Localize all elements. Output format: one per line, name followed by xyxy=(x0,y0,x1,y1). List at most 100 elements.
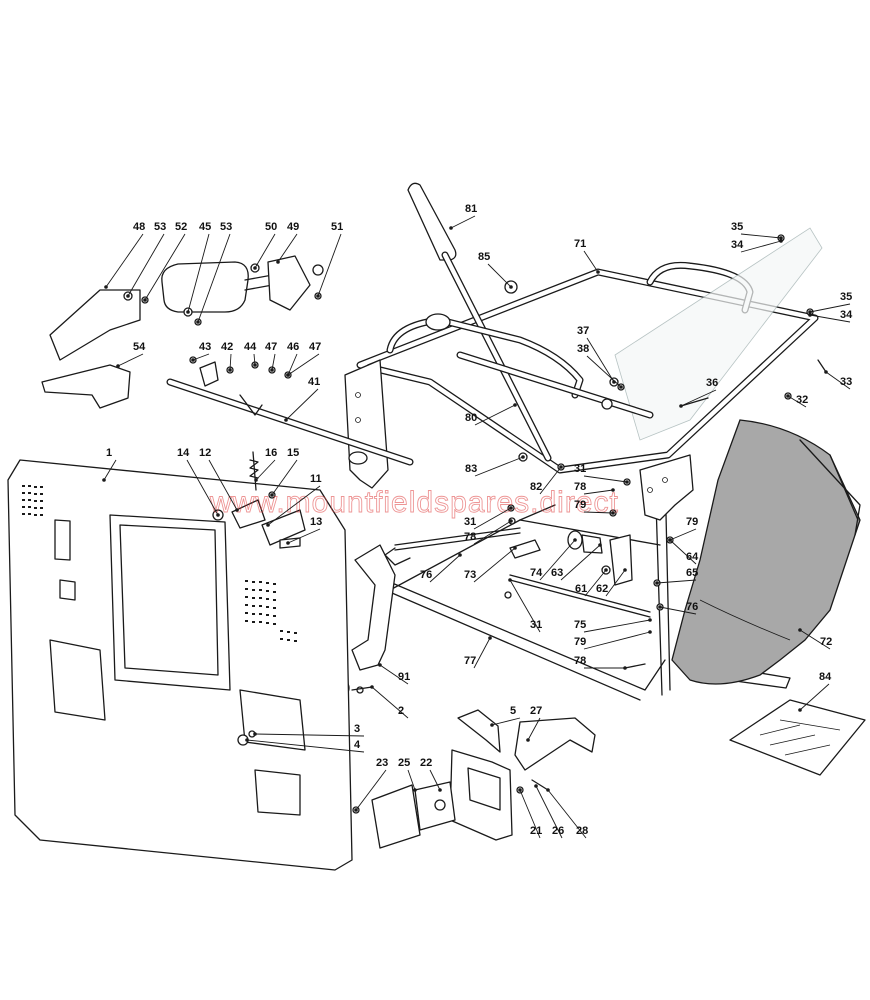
callout-44: 44 xyxy=(244,341,257,353)
callout-dot-2 xyxy=(370,685,374,689)
callout-dot-74 xyxy=(573,538,577,542)
callout-dot-80 xyxy=(513,403,517,407)
callout-14: 14 xyxy=(177,447,190,459)
callout-74: 74 xyxy=(530,567,543,579)
callout-53: 53 xyxy=(220,221,232,233)
callout-21: 21 xyxy=(530,825,542,837)
callout-leader-79 xyxy=(669,528,697,541)
callout-leader-52 xyxy=(144,233,186,301)
callout-dot-25 xyxy=(413,788,417,792)
callout-leader-26 xyxy=(535,785,563,839)
callout-84: 84 xyxy=(819,671,832,683)
callout-83: 83 xyxy=(465,463,477,475)
callout-leader-62 xyxy=(605,569,626,597)
dump-lever xyxy=(386,182,654,462)
callout-leader-73 xyxy=(473,547,516,583)
callout-dot-5 xyxy=(490,723,494,727)
callout-dot-47 xyxy=(286,373,290,377)
callout-37: 37 xyxy=(577,325,589,337)
callout-dot-91 xyxy=(378,663,382,667)
callout-dot-71 xyxy=(596,270,600,274)
callout-79: 79 xyxy=(574,636,586,648)
callout-dot-35 xyxy=(808,310,812,314)
callout-dot-76 xyxy=(658,605,662,609)
callout-leader-53 xyxy=(127,233,165,297)
callout-64: 64 xyxy=(686,551,699,563)
callout-79: 79 xyxy=(686,516,698,528)
callout-leader-36 xyxy=(680,389,717,407)
callout-leader-49 xyxy=(277,233,298,263)
callout-dot-52 xyxy=(143,298,147,302)
callout-leader-42 xyxy=(229,353,232,371)
callout-dot-32 xyxy=(786,394,790,398)
callout-34: 34 xyxy=(731,239,744,251)
frame-side-plate-right xyxy=(639,454,694,521)
callout-leader-3 xyxy=(254,733,365,737)
callout-dot-31 xyxy=(625,480,629,484)
callout-82: 82 xyxy=(530,481,542,493)
callout-leader-83 xyxy=(474,456,524,477)
callout-dot-78 xyxy=(509,519,513,523)
callout-leader-82 xyxy=(539,466,562,495)
callout-43: 43 xyxy=(199,341,211,353)
callout-2: 2 xyxy=(398,705,404,717)
callout-dot-78 xyxy=(623,666,627,670)
callout-dot-50 xyxy=(253,266,257,270)
rear-panel xyxy=(7,459,353,871)
callout-dot-76 xyxy=(458,553,462,557)
window-panel xyxy=(614,227,823,441)
callout-leader-64 xyxy=(669,539,697,565)
callout-leader-61 xyxy=(584,569,607,597)
callout-76: 76 xyxy=(420,569,432,581)
grass-bag xyxy=(671,419,861,685)
callout-76: 76 xyxy=(686,601,698,613)
callout-leader-35 xyxy=(740,233,782,239)
callout-dot-72 xyxy=(798,628,802,632)
callout-49: 49 xyxy=(287,221,299,233)
callout-dot-47 xyxy=(270,368,274,372)
callout-35: 35 xyxy=(731,221,743,233)
callout-dot-33 xyxy=(824,370,828,374)
callout-leader-84 xyxy=(799,683,830,711)
callout-leader-47 xyxy=(287,353,320,376)
callout-leader-33 xyxy=(825,371,851,390)
callout-leader-65 xyxy=(656,579,697,584)
callout-45: 45 xyxy=(199,221,211,233)
callout-leader-47 xyxy=(271,353,276,371)
callout-dot-43 xyxy=(191,358,195,362)
callout-leader-76 xyxy=(429,554,461,583)
callout-dot-34 xyxy=(808,313,812,317)
callout-34: 34 xyxy=(840,309,853,321)
callout-42: 42 xyxy=(221,341,233,353)
callout-dot-48 xyxy=(104,285,108,289)
callout-leader-4 xyxy=(246,739,365,753)
callout-dot-34 xyxy=(779,239,783,243)
callout-leader-37 xyxy=(586,337,615,383)
callout-dot-64 xyxy=(668,538,672,542)
callout-leader-48 xyxy=(105,233,144,288)
callout-leader-35 xyxy=(809,303,851,313)
callout-85: 85 xyxy=(478,251,490,263)
callout-61: 61 xyxy=(575,583,587,595)
callout-leader-21 xyxy=(519,789,541,839)
callout-leader-76 xyxy=(659,606,697,615)
callout-leader-28 xyxy=(547,789,587,839)
callout-leader-53 xyxy=(197,233,231,323)
callout-46: 46 xyxy=(287,341,299,353)
callout-leader-31 xyxy=(509,579,541,633)
callout-leader-79 xyxy=(583,511,614,514)
callout-dot-26 xyxy=(534,784,538,788)
callout-31: 31 xyxy=(574,463,586,475)
callout-leader-75 xyxy=(583,619,651,633)
callout-leader-11 xyxy=(267,485,321,526)
callout-leader-13 xyxy=(287,528,321,544)
callout-dot-61 xyxy=(604,568,608,572)
callout-leader-80 xyxy=(474,404,516,426)
callout-leader-34 xyxy=(809,314,851,323)
callout-52: 52 xyxy=(175,221,187,233)
callout-dot-44 xyxy=(253,363,257,367)
callout-dot-83 xyxy=(521,455,525,459)
callout-leader-43 xyxy=(192,353,210,361)
callout-leader-27 xyxy=(527,717,541,741)
callout-22: 22 xyxy=(420,757,432,769)
